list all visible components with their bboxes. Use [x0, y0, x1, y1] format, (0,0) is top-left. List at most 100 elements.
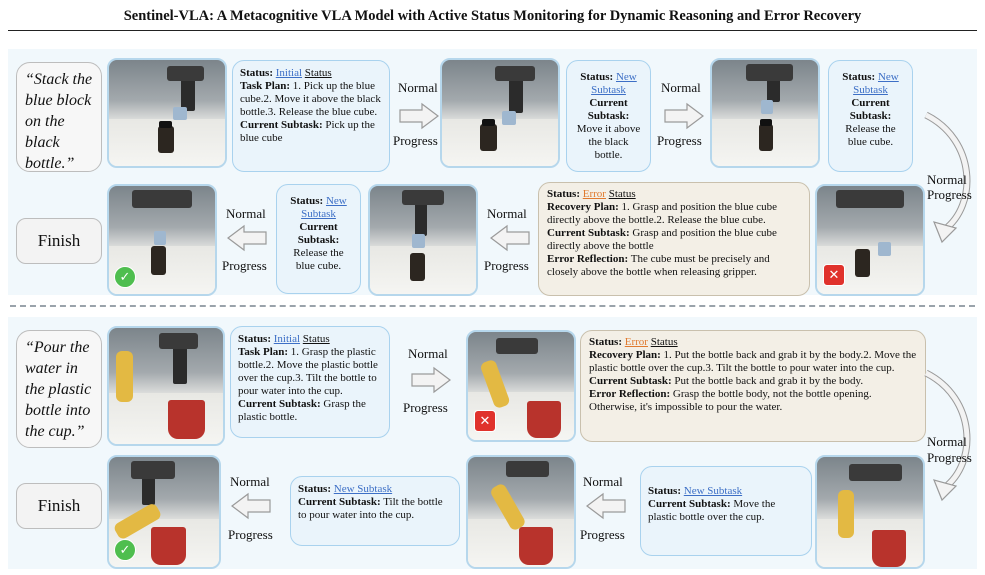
bottom-instruction: “Pour the water in the plastic bottle in… — [16, 330, 102, 448]
task-plan-label: Task Plan: — [238, 346, 289, 358]
normal-label: Normal — [230, 474, 270, 489]
current-subtask-text: Pick up the blue cube — [240, 119, 375, 144]
status-word: Status — [304, 67, 332, 79]
error-reflection-label: Error Reflection: — [589, 388, 671, 400]
check-icon: ✓ — [114, 539, 136, 561]
status-label: Status: — [580, 71, 614, 83]
top-photo-3 — [710, 58, 820, 168]
top-photo-1 — [107, 58, 227, 168]
new-subtask-link: New Subtask — [853, 71, 899, 96]
normal-label: Normal — [927, 172, 967, 187]
progress-label: Progress — [484, 258, 529, 273]
status-label: Status: — [547, 188, 581, 200]
top-subtask-box-5: Status: New Subtask Current Subtask: Rel… — [276, 184, 361, 294]
status-label: Status: — [290, 195, 324, 207]
cross-icon: ✕ — [823, 264, 845, 286]
right-arrow-icon — [664, 102, 704, 130]
cross-icon: ✕ — [474, 410, 496, 432]
current-subtask-text: Tilt the bottle to pour water into the c… — [298, 496, 443, 521]
error-word: Error — [624, 336, 648, 348]
task-plan-text: 1. Grasp the plastic bottle.2. Move the … — [238, 346, 378, 397]
progress-label: Progress — [228, 527, 273, 542]
progress-label: Progress — [403, 400, 448, 415]
current-subtask-label: Current Subtask: — [849, 97, 892, 122]
normal-label: Normal — [927, 434, 967, 449]
current-subtask-label: Current Subtask: — [589, 375, 672, 387]
normal-label: Normal — [487, 206, 527, 221]
top-photo-6: ✓ — [107, 184, 217, 296]
error-reflection-text: The cube must be precisely and closely a… — [547, 253, 770, 278]
left-arrow-icon — [231, 492, 271, 520]
normal-label: Normal — [226, 206, 266, 221]
error-reflection-text: Grasp the bottle body, not the bottle op… — [589, 388, 872, 413]
current-subtask-label: Current Subtask: — [298, 496, 381, 508]
normal-label: Normal — [398, 80, 438, 95]
status-label: Status: — [842, 71, 876, 83]
normal-label: Normal — [661, 80, 701, 95]
right-arrow-icon — [411, 366, 451, 394]
status-label: Status: — [589, 336, 623, 348]
current-subtask-text: Release the blue cube. — [845, 123, 896, 148]
curved-arrow-icon — [924, 111, 971, 244]
current-subtask-label: Current Subtask: — [547, 227, 630, 239]
check-icon: ✓ — [114, 266, 136, 288]
progress-label: Progress — [580, 527, 625, 542]
initial-link: Initial — [273, 333, 301, 345]
top-error-box: Status: Error Status Recovery Plan: 1. G… — [538, 182, 810, 296]
top-photo-4: ✕ — [815, 184, 925, 296]
error-reflection-label: Error Reflection: — [547, 253, 629, 265]
recovery-plan-label: Recovery Plan: — [589, 349, 661, 361]
bottom-subtask-box-4: Status: New Subtask Current Subtask: Til… — [290, 476, 460, 546]
bottom-photo-4 — [466, 455, 576, 569]
bottom-photo-2: ✕ — [466, 330, 576, 442]
progress-label: Progress — [222, 258, 267, 273]
bottom-finish-box: Finish — [16, 483, 102, 529]
top-instruction: “Stack the blue block on the black bottl… — [16, 62, 102, 172]
current-subtask-label: Current Subtask: — [587, 97, 630, 122]
task-plan-text: 1. Pick up the blue cube.2. Move it abov… — [240, 80, 381, 118]
current-subtask-text: Move it above the black bottle. — [576, 123, 641, 161]
left-arrow-icon — [490, 224, 530, 252]
new-subtask-link: New Subtask — [683, 485, 743, 497]
status-word: Status — [302, 333, 330, 345]
current-subtask-text: Put the bottle back and grab it by the b… — [674, 375, 864, 387]
progress-label: Progress — [927, 187, 972, 202]
normal-label: Normal — [583, 474, 623, 489]
status-label: Status: — [238, 333, 272, 345]
top-photo-2 — [440, 58, 560, 168]
status-label: Status: — [240, 67, 274, 79]
current-subtask-label: Current Subtask: — [648, 498, 731, 510]
new-subtask-link: New Subtask — [591, 71, 637, 96]
current-subtask-label: Current Subtask: — [238, 398, 321, 410]
title-rule — [8, 30, 977, 31]
bottom-error-box: Status: Error Status Recovery Plan: 1. P… — [580, 330, 926, 442]
recovery-plan-text: 1. Put the bottle back and grab it by th… — [589, 349, 917, 374]
top-subtask-box-3: Status: New Subtask Current Subtask: Rel… — [828, 60, 913, 172]
current-subtask-label: Current Subtask: — [240, 119, 323, 131]
current-subtask-text: Release the blue cube. — [293, 247, 344, 272]
top-photo-5 — [368, 184, 478, 296]
top-initial-status-box: Status: Initial Status Task Plan: 1. Pic… — [232, 60, 390, 172]
error-word: Error — [582, 188, 606, 200]
initial-link: Initial — [275, 67, 303, 79]
progress-label: Progress — [927, 450, 972, 465]
task-plan-label: Task Plan: — [240, 80, 291, 92]
top-finish-box: Finish — [16, 218, 102, 264]
status-label: Status: — [648, 485, 682, 497]
bottom-subtask-box-3: Status: New Subtask Current Subtask: Mov… — [640, 466, 812, 556]
curved-arrow-icon — [924, 369, 971, 502]
progress-label: Progress — [657, 133, 702, 148]
figure-title: Sentinel-VLA: A Metacognitive VLA Model … — [123, 8, 862, 24]
bottom-photo-1 — [107, 326, 225, 446]
recovery-plan-label: Recovery Plan: — [547, 201, 619, 213]
left-arrow-icon — [227, 224, 267, 252]
new-subtask-link: New Subtask — [301, 195, 347, 220]
current-subtask-text: Grasp and position the blue cube directl… — [547, 227, 777, 252]
progress-label: Progress — [393, 133, 438, 148]
current-subtask-text: Move the plastic bottle over the cup. — [648, 498, 776, 523]
status-word: Status — [650, 336, 678, 348]
left-arrow-icon — [586, 492, 626, 520]
status-word: Status — [608, 188, 636, 200]
current-subtask-text: Grasp the plastic bottle. — [238, 398, 366, 423]
bottom-photo-3 — [815, 455, 925, 569]
